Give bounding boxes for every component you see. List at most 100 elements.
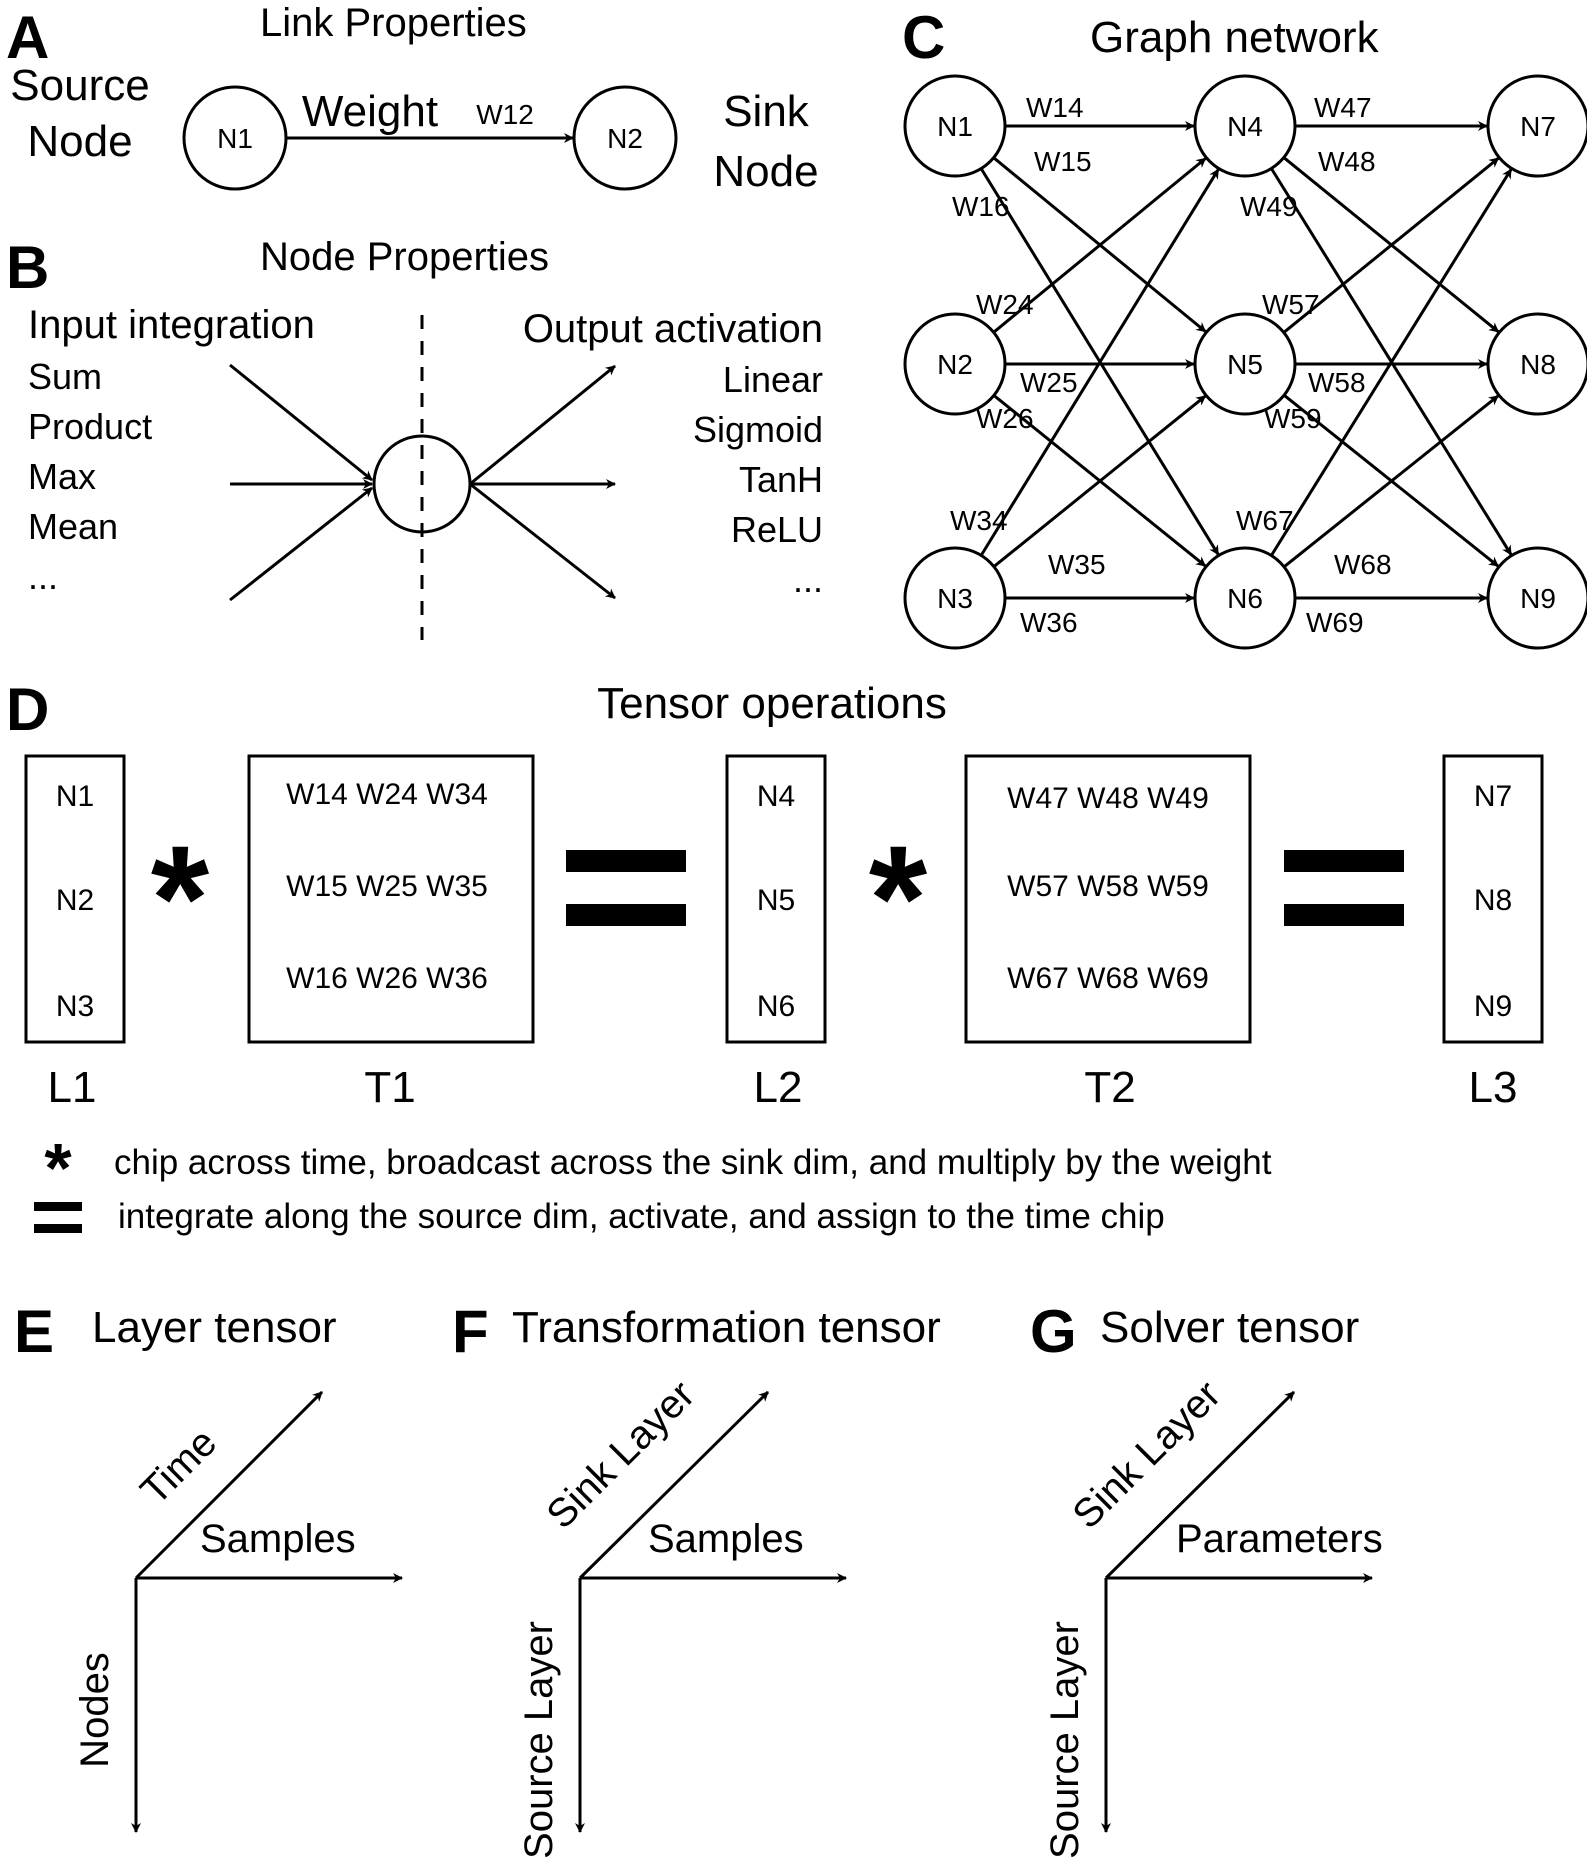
output-item: Sigmoid [693, 409, 823, 450]
input-item: Mean [28, 506, 118, 547]
output-list: Linear Sigmoid TanH ReLU ... [693, 359, 823, 600]
weight-label-w49: W49 [1240, 191, 1298, 222]
weight-label-w35: W35 [1048, 549, 1106, 580]
panel-a-label: A [6, 4, 49, 71]
graph-edge [1270, 168, 1513, 557]
axis-label-time: Time [132, 1420, 225, 1513]
axis-arrow-diagonal [134, 1390, 324, 1580]
matrix-t2-box [964, 754, 1252, 1044]
panel-f-label: F [452, 1298, 489, 1365]
axis-label-samples: Samples [648, 1517, 804, 1561]
weight-id: W12 [476, 99, 534, 130]
equals-bar [1284, 850, 1404, 872]
input-arrow [229, 486, 373, 602]
panel-g-label: G [1030, 1298, 1077, 1365]
panel-b: B Node Properties Input integration Outp… [6, 234, 823, 640]
axis-label-source-layer: Source Layer [517, 1621, 561, 1859]
graph-edge [979, 168, 1220, 557]
legend-multiply-symbol: * [44, 1129, 72, 1207]
equals-operator [1284, 850, 1404, 926]
equals-operator [566, 850, 686, 926]
weight-label-w57: W57 [1262, 289, 1320, 320]
vector-l2-box [725, 754, 827, 1044]
panel-g-title: Solver tensor [1100, 1303, 1359, 1352]
panel-d-label: D [6, 676, 49, 743]
panel-c-label: C [902, 4, 945, 71]
matrix-t1-box [247, 754, 535, 1044]
weight-label-w67: W67 [1236, 505, 1294, 536]
weight-label-w26: W26 [976, 403, 1034, 434]
axis-label-sink-layer: Sink Layer [1064, 1372, 1229, 1537]
graph-node-label: N3 [937, 583, 973, 614]
matrix-t1-row: W15 W25 W35 [286, 870, 488, 903]
graph-node-label: N5 [1227, 349, 1263, 380]
matrix-t2-row: W57 W58 W59 [1007, 870, 1209, 903]
panel-f-title: Transformation tensor [512, 1303, 941, 1352]
source-node-label-line1: Source [10, 61, 149, 110]
caption-l3: L3 [1469, 1063, 1518, 1112]
graph-node-n4: N4 [1193, 74, 1297, 178]
output-arrow [469, 482, 616, 600]
weight-label-w25: W25 [1020, 367, 1078, 398]
multiply-operator: * [151, 814, 210, 982]
vector-l3-box [1442, 754, 1544, 1044]
graph-edges [979, 121, 1513, 603]
weight-label-w68: W68 [1334, 549, 1392, 580]
graph-edge [1282, 156, 1500, 334]
caption-t1: T1 [364, 1063, 415, 1112]
weight-label-w47: W47 [1314, 92, 1372, 123]
graph-node-label: N4 [1227, 111, 1263, 142]
output-item: TanH [739, 459, 823, 500]
graph-edge [992, 157, 1207, 334]
weight-label-w15: W15 [1034, 146, 1092, 177]
axis-label-source-layer: Source Layer [1043, 1621, 1087, 1859]
axis-label-samples: Samples [200, 1517, 356, 1561]
vector-l3-entry: N8 [1474, 884, 1512, 917]
vector-l1-entry: N1 [56, 780, 94, 813]
graph-node-n1: N1 [903, 74, 1007, 178]
caption-l1: L1 [48, 1063, 97, 1112]
sink-node-label-line2: Node [713, 147, 818, 196]
panel-d-title: Tensor operations [597, 679, 947, 728]
graph-node-n9: N9 [1486, 546, 1587, 650]
node-n2-label: N2 [607, 123, 643, 154]
axis-arrow-diagonal [1104, 1390, 1296, 1580]
node-n2-circle [572, 85, 678, 191]
legend-equals-symbol [34, 1202, 82, 1233]
output-activation-title: Output activation [523, 307, 823, 351]
equals-bar [1284, 904, 1404, 926]
graph-node-label: N6 [1227, 583, 1263, 614]
graph-node-circle [1193, 312, 1297, 416]
graph-node-n5: N5 [1193, 312, 1297, 416]
matrix-t1-row: W16 W26 W36 [286, 962, 488, 995]
axis-arrow-diagonal [578, 1390, 770, 1580]
vector-l2-entry: N4 [757, 780, 795, 813]
graph-node-n8: N8 [1486, 312, 1587, 416]
graph-node-circle [1486, 546, 1587, 650]
vector-l1-entry: N3 [56, 990, 94, 1023]
panel-d: D Tensor operations N1 N2 N3 * W14 W24 W… [6, 676, 1544, 1236]
panel-e-label: E [14, 1298, 54, 1365]
panel-e: E Layer tensor Time Samples Nodes [14, 1298, 403, 1833]
weight-label-w24: W24 [976, 289, 1034, 320]
input-list: Sum Product Max Mean ... [28, 356, 152, 597]
axis-label-sink-layer: Sink Layer [538, 1372, 703, 1537]
sink-node-label-line1: Sink [723, 87, 810, 136]
graph-node-n2: N2 [903, 312, 1007, 416]
matrix-t1-row: W14 W24 W34 [286, 778, 488, 811]
vector-l2-entry: N5 [757, 884, 795, 917]
vector-l2-entry: N6 [757, 990, 795, 1023]
legend-multiply-text: chip across time, broadcast across the s… [114, 1143, 1272, 1182]
graph-node-label: N7 [1520, 111, 1556, 142]
weight-label-w58: W58 [1308, 367, 1366, 398]
axis-label-parameters: Parameters [1176, 1517, 1383, 1561]
weight-label-w69: W69 [1306, 607, 1364, 638]
equals-bar [566, 904, 686, 926]
graph-node-circle [1193, 546, 1297, 650]
output-item: ... [793, 559, 823, 600]
panel-b-label: B [6, 234, 49, 301]
graph-node-circle [1486, 74, 1587, 178]
tensor-captions: L1 T1 L2 T2 L3 [48, 1063, 1518, 1112]
